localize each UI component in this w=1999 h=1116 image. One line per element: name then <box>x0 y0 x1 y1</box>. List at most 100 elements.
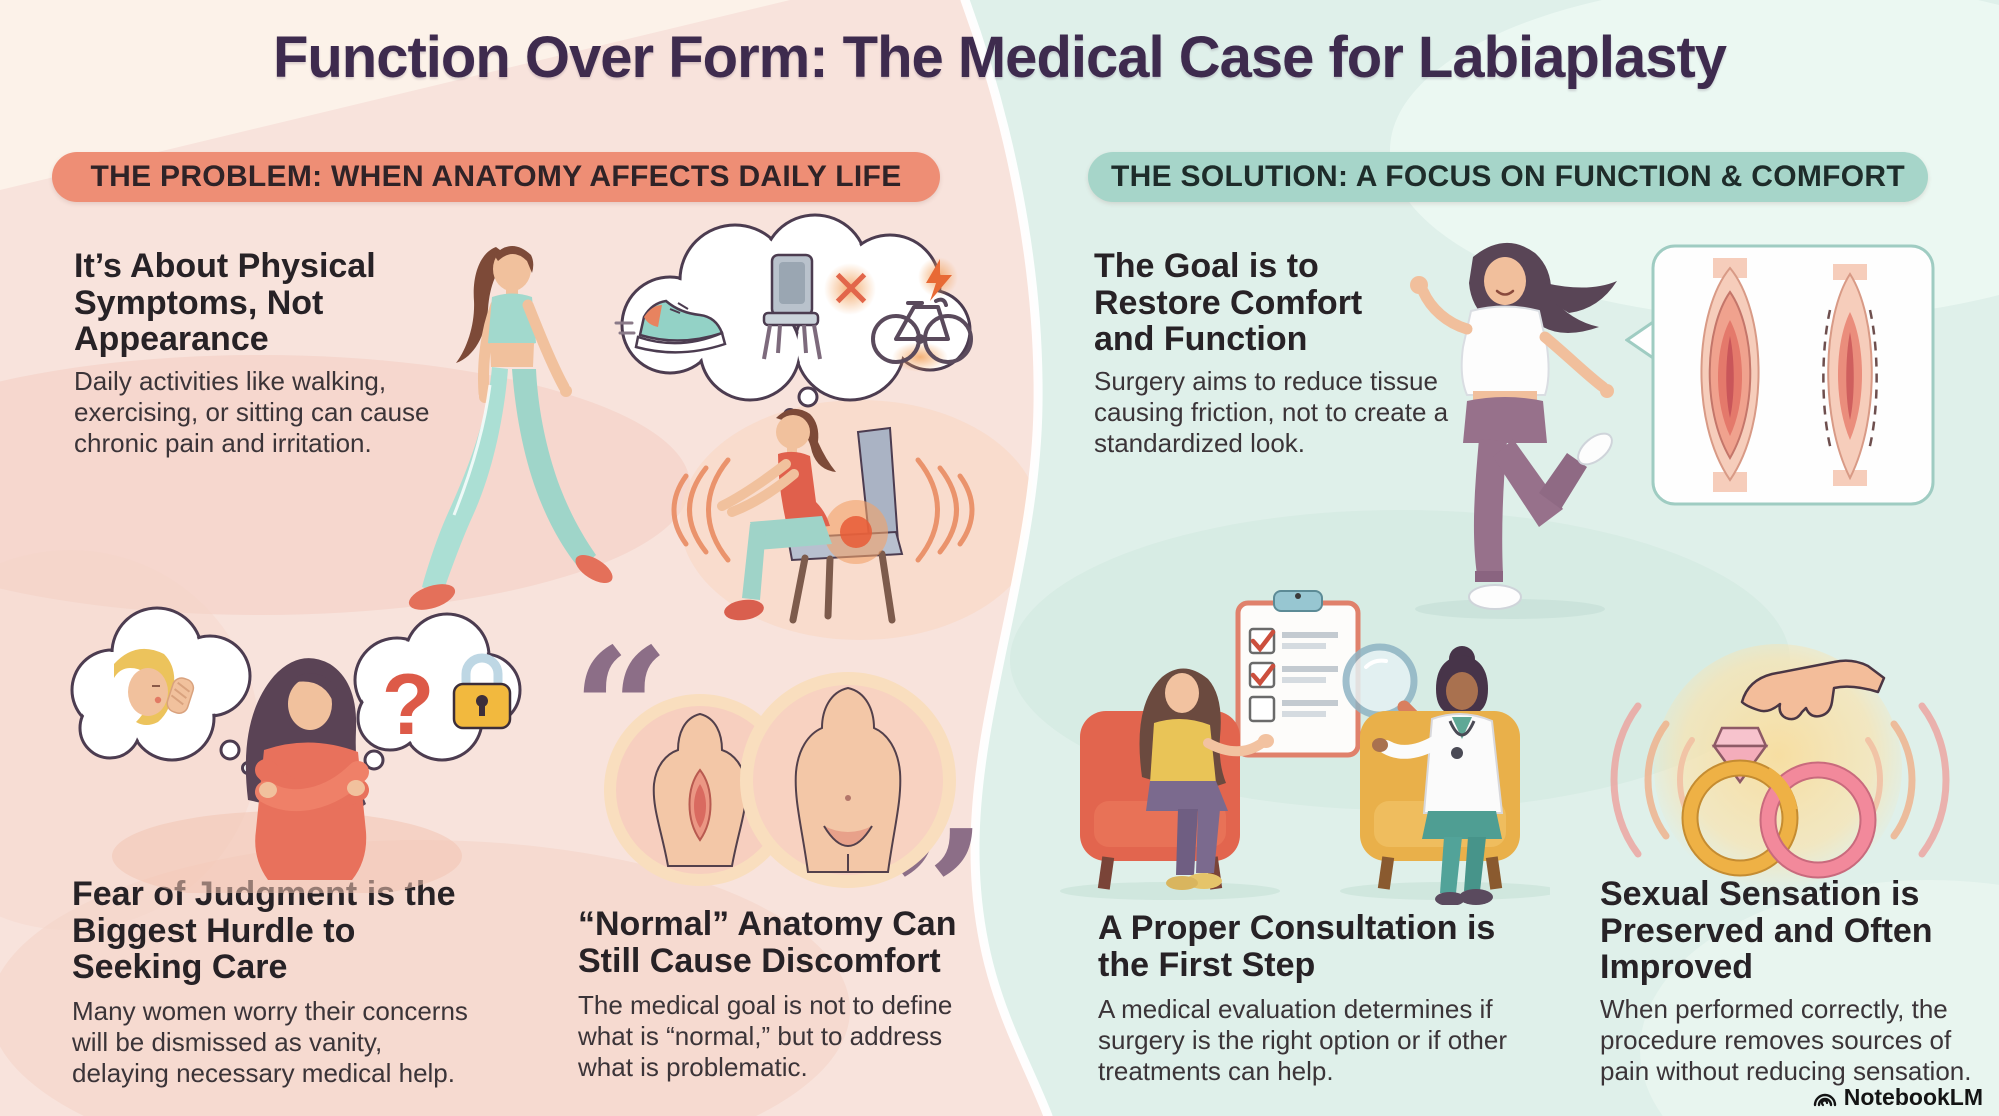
head <box>288 678 332 730</box>
thigh <box>750 516 832 550</box>
navel <box>845 795 851 801</box>
padlock-icon <box>452 653 512 730</box>
solution-section-2-body: A medical evaluation determines if surge… <box>1098 994 1507 1087</box>
doctor <box>1372 646 1504 905</box>
right-medallion <box>740 672 956 888</box>
activities-thought-bubble: ✕ <box>614 213 973 422</box>
problem-section-2-body: Many women worry their concerns will be … <box>72 996 468 1089</box>
pain-lightning-icon <box>918 257 958 301</box>
cuff-1 <box>1475 571 1503 582</box>
left-arm <box>1417 285 1473 335</box>
pain-glow-inner <box>840 516 872 548</box>
head <box>493 247 531 291</box>
worried-woman <box>245 658 369 880</box>
shadow-left <box>1060 882 1280 900</box>
anatomy-after-diagram <box>1822 264 1878 486</box>
front-shoe <box>408 584 456 610</box>
sitting-pain-illustration <box>671 408 975 624</box>
arm-1 <box>717 459 791 511</box>
topleft-cream-band <box>0 0 790 190</box>
diamond-top <box>1712 726 1768 748</box>
shin <box>742 524 766 600</box>
doctor-lap <box>1422 811 1502 839</box>
jogging-woman-illustration <box>1410 242 1617 619</box>
hair-tail <box>1545 281 1617 313</box>
kicked-shin <box>1539 453 1587 509</box>
doubt-bubble: ? <box>347 612 522 785</box>
pink-blob-2 <box>0 840 850 1116</box>
solution-banner: THE SOLUTION: A FOCUS ON FUNCTION & COMF… <box>1088 152 1928 202</box>
arm-2 <box>727 469 799 517</box>
gold-ring <box>1682 760 1798 876</box>
hand-1 <box>259 782 277 798</box>
front-leg <box>422 367 508 595</box>
doctor-head <box>1446 672 1478 710</box>
tshirt <box>1460 305 1550 396</box>
walking-woman <box>408 246 613 610</box>
patient-shoe-2 <box>1166 876 1198 890</box>
normal-anatomy-illustration: “ ” <box>572 622 986 917</box>
reaching-hand-icon <box>1740 659 1886 721</box>
problem-section-1-heading: It’s About Physical Symptoms, Not Appear… <box>74 247 376 359</box>
standing-leg <box>1473 439 1507 575</box>
fist <box>1410 276 1428 294</box>
doctor-shoe-1 <box>1459 889 1493 905</box>
head <box>1484 257 1526 305</box>
whispering-face-icon <box>114 648 195 725</box>
crossed-arm-2 <box>255 761 369 812</box>
page-title: Function Over Form: The Medical Case for… <box>272 25 1727 90</box>
front-arm <box>522 299 570 393</box>
joggers-hips <box>1463 397 1547 443</box>
fear-of-judgment-illustration: ? <box>70 606 522 893</box>
back-shoe <box>575 555 613 583</box>
patient-head <box>1165 673 1199 713</box>
problem-section-2-heading: Fear of Judgment is the Biggest Hurdle t… <box>72 875 456 987</box>
patient-top <box>1150 718 1216 783</box>
ponytail <box>456 247 512 363</box>
doctor-leg-1 <box>1464 837 1486 891</box>
doctor-arm <box>1379 734 1445 759</box>
notebooklm-logo-text: NotebookLM <box>1843 1084 1983 1110</box>
yellow-glow <box>1654 644 1902 892</box>
jogging-woman <box>1410 242 1617 610</box>
hand-2 <box>347 780 365 796</box>
right-arm <box>1539 331 1609 393</box>
sneaker-icon <box>614 299 727 354</box>
sensation-rings-illustration <box>1610 644 1950 892</box>
mint-blob-3 <box>1640 880 1999 1116</box>
patient-lap <box>1146 781 1228 811</box>
midriff <box>490 343 534 367</box>
anatomy-inner <box>694 784 706 828</box>
incision-guide-left <box>1822 309 1833 451</box>
problem-section-1-body: Daily activities like walking, exercisin… <box>74 366 430 459</box>
question-mark-icon: ? <box>382 657 435 753</box>
hair-top <box>494 246 534 273</box>
cross-icon: ✕ <box>829 261 873 319</box>
standing-shoe <box>1468 584 1522 610</box>
hand <box>1600 384 1614 398</box>
solution-section-1-body: Surgery aims to reduce tissue causing fr… <box>1094 366 1449 459</box>
anatomy-diagram-panel <box>1625 244 1935 506</box>
solution-section-1-heading: The Goal is to Restore Comfort and Funct… <box>1094 247 1363 359</box>
pain-waves-left <box>671 457 731 563</box>
interlocked-rings-icon <box>1681 726 1877 879</box>
raised-shoe <box>1577 432 1613 466</box>
solution-section-2-heading: A Proper Consultation is the First Step <box>1098 909 1496 984</box>
hair <box>776 408 836 472</box>
patient <box>1139 668 1274 890</box>
doctor-shoe-2 <box>1435 892 1465 905</box>
problem-banner-label: THE PROBLEM: WHEN ANATOMY AFFECTS DAILY … <box>90 160 902 193</box>
problem-section-3-body: The medical goal is not to define what i… <box>578 990 953 1083</box>
stethoscope <box>1448 720 1476 737</box>
smile <box>1495 289 1515 296</box>
scrub-top <box>1452 717 1472 739</box>
anatomy-before-diagram <box>1700 258 1760 492</box>
walking-woman-illustration <box>408 246 613 610</box>
panel-card <box>1651 244 1935 506</box>
notebooklm-logo: NotebookLM <box>1812 1084 1983 1111</box>
pink-blob-1 <box>0 355 690 615</box>
head <box>776 415 810 449</box>
pink-ring <box>1760 762 1876 878</box>
gossip-bubble <box>70 606 255 775</box>
